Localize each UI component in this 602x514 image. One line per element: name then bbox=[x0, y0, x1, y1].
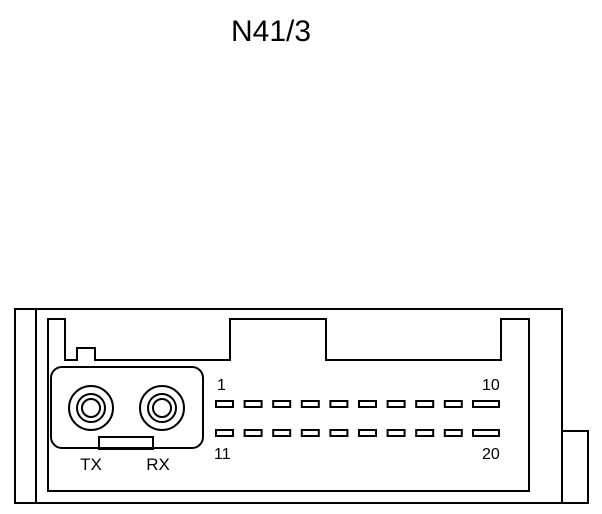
pin-contact-5 bbox=[329, 400, 349, 408]
optical-port-frame bbox=[50, 366, 204, 449]
pin-row-top bbox=[215, 400, 500, 408]
connector-housing bbox=[14, 308, 589, 504]
pin-contact-6 bbox=[358, 400, 377, 408]
pin-label-10: 10 bbox=[482, 377, 500, 394]
pin-row-bottom bbox=[215, 429, 500, 437]
pin-contact-13 bbox=[272, 429, 292, 437]
pin-contact-7 bbox=[386, 400, 406, 408]
pin-label-11: 11 bbox=[214, 446, 231, 463]
housing-cavity-outline bbox=[47, 318, 530, 492]
rx-port-outer-ring bbox=[139, 385, 185, 431]
pin-contact-4 bbox=[300, 400, 320, 408]
pin-contact-18 bbox=[415, 429, 435, 437]
pin-label-1: 1 bbox=[217, 377, 226, 394]
pin-contact-14 bbox=[300, 429, 320, 437]
pin-contact-10 bbox=[472, 400, 500, 408]
pin-contact-3 bbox=[272, 400, 292, 408]
tx-port bbox=[68, 385, 114, 431]
pin-label-20: 20 bbox=[482, 446, 500, 463]
rx-port-middle-ring bbox=[147, 393, 177, 423]
housing-outer bbox=[14, 308, 563, 504]
pin-contact-1 bbox=[215, 400, 234, 408]
tx-port-middle-ring bbox=[76, 393, 106, 423]
pin-contact-16 bbox=[358, 429, 377, 437]
tx-label: TX bbox=[80, 455, 102, 474]
pin-contact-17 bbox=[386, 429, 406, 437]
tx-port-inner-ring bbox=[81, 398, 101, 418]
pin-contact-20 bbox=[472, 429, 500, 437]
pin-contact-12 bbox=[243, 429, 263, 437]
rx-port bbox=[139, 385, 185, 431]
optical-port-latch bbox=[98, 436, 154, 450]
tx-port-outer-ring bbox=[68, 385, 114, 431]
pin-contact-11 bbox=[215, 429, 234, 437]
pin-contact-19 bbox=[443, 429, 463, 437]
pin-contact-2 bbox=[243, 400, 263, 408]
diagram-title: N41/3 bbox=[231, 15, 311, 48]
pin-contact-8 bbox=[415, 400, 435, 408]
rx-port-inner-ring bbox=[152, 398, 172, 418]
rx-label: RX bbox=[146, 455, 170, 474]
optical-port-housing bbox=[50, 366, 204, 450]
pin-contact-15 bbox=[329, 429, 349, 437]
pin-contact-9 bbox=[443, 400, 463, 408]
housing-side-tab bbox=[561, 430, 589, 504]
